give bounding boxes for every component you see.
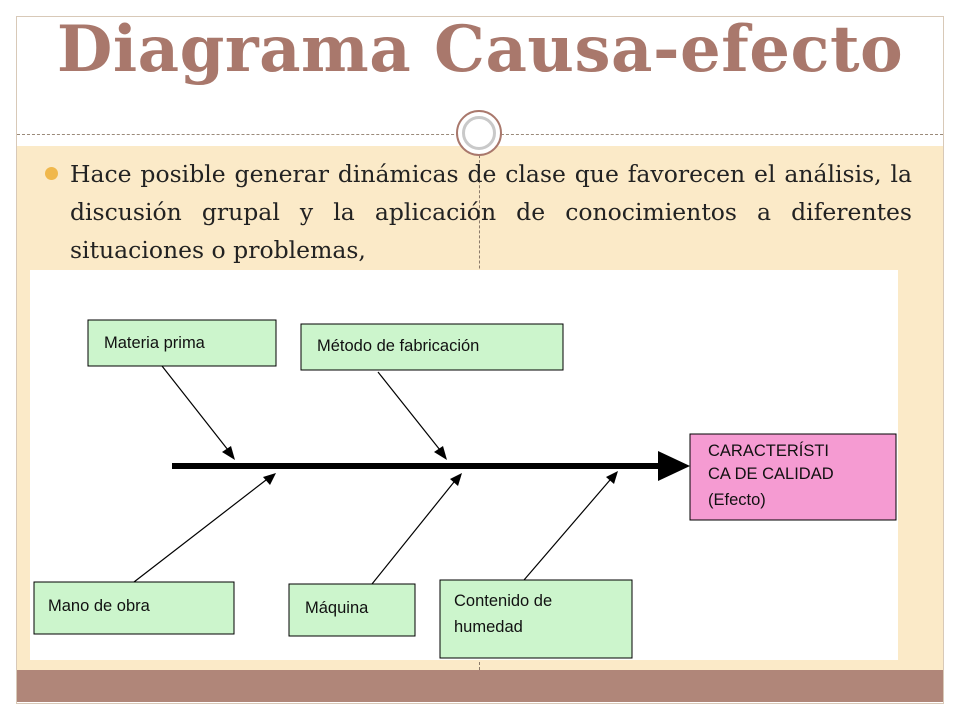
fishbone-diagram: Materia prima Método de fabricación Mano… — [30, 270, 898, 660]
bone-contenido-humedad — [523, 479, 611, 581]
cause-label-mano-de-obra: Mano de obra — [48, 597, 151, 615]
effect-box: CARACTERÍSTI CA DE CALIDAD (Efecto) — [689, 433, 897, 521]
arrow-metodo-fabricacion-icon — [434, 446, 447, 460]
effect-label-line3: (Efecto) — [708, 491, 766, 509]
effect-label-line2: CA DE CALIDAD — [708, 465, 834, 483]
arrow-maquina-icon — [450, 473, 462, 486]
cause-label-contenido-line1: Contenido de — [454, 592, 552, 610]
slide-title: Diagrama Causa-efecto — [56, 12, 904, 87]
cause-label-metodo-fabricacion: Método de fabricación — [317, 337, 479, 355]
arrow-materia-prima-icon — [222, 446, 235, 460]
cause-box-contenido-humedad: Contenido de humedad — [439, 579, 633, 659]
cause-box-metodo-fabricacion: Método de fabricación — [300, 323, 564, 371]
footer-bar — [17, 670, 943, 702]
bone-metodo-fabricacion — [377, 371, 441, 451]
cause-box-materia-prima: Materia prima — [87, 319, 277, 367]
fishbone-svg: Materia prima Método de fabricación Mano… — [33, 319, 897, 659]
arrow-contenido-humedad-icon — [606, 471, 618, 484]
arrow-mano-de-obra-icon — [263, 473, 276, 485]
cause-box-mano-de-obra: Mano de obra — [33, 581, 235, 635]
cause-label-maquina: Máquina — [305, 599, 369, 617]
spine-arrowhead-icon — [658, 451, 690, 481]
bone-mano-de-obra — [133, 479, 267, 583]
bone-materia-prima — [161, 365, 229, 451]
bullet-dot-icon — [45, 167, 58, 180]
bone-maquina — [371, 481, 455, 585]
slide-frame — [16, 16, 944, 704]
bullet-text: Hace posible generar dinámicas de clase … — [70, 160, 912, 264]
effect-label-line1: CARACTERÍSTI — [708, 441, 829, 460]
cause-label-contenido-line2: humedad — [454, 618, 523, 636]
cause-box-maquina: Máquina — [288, 583, 416, 637]
circle-ornament-icon — [456, 110, 502, 156]
cause-label-materia-prima: Materia prima — [104, 334, 206, 352]
